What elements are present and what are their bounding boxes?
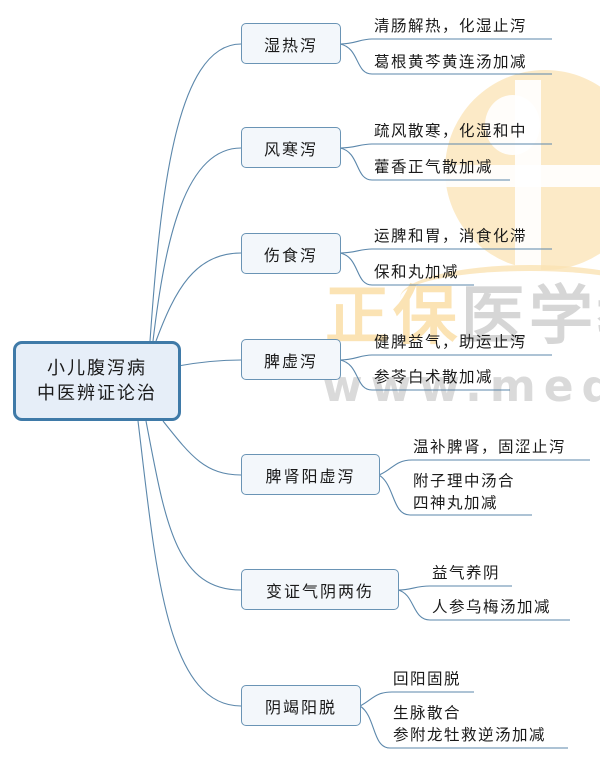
- leaf-prescription[interactable]: 附子理中汤合 四神丸加减: [413, 470, 515, 514]
- leaf-prescription[interactable]: 保和丸加减: [374, 263, 460, 281]
- root-node[interactable]: 小儿腹泻病 中医辨证论治: [13, 341, 181, 421]
- watermark-url: www.med66: [322, 361, 600, 412]
- link-root-to-branch-6: [145, 420, 242, 591]
- watermark-brand-text: 正保医学教: [325, 285, 600, 349]
- branch-node-food-injury[interactable]: 伤食泻: [241, 233, 341, 274]
- link-b2-leaf-1: [339, 143, 552, 149]
- link-b3-leaf-2: [339, 252, 474, 286]
- link-b1-leaf-1: [339, 38, 552, 45]
- leaf-treatment-principle[interactable]: 运脾和胃，消食化滞: [374, 227, 528, 245]
- link-root-to-branch-4: [177, 359, 242, 367]
- watermark-brand-yellow: 正保: [325, 280, 461, 354]
- link-b6-leaf-1: [397, 585, 512, 591]
- link-b4-leaf-1: [339, 354, 552, 361]
- link-b2-leaf-2: [339, 147, 510, 181]
- branch-node-spleen-kidney-yang-deficiency[interactable]: 脾肾阳虚泻: [241, 454, 380, 495]
- root-title-line-1: 小儿腹泻病: [47, 358, 147, 379]
- leaf-prescription[interactable]: 人参乌梅汤加减: [432, 598, 552, 616]
- watermark-arc: [400, 265, 600, 331]
- watermark-brand-gray: 医学教: [461, 280, 600, 354]
- link-b4-leaf-2: [339, 359, 510, 391]
- leaf-prescription[interactable]: 参苓白术散加减: [374, 368, 494, 386]
- leaf-prescription[interactable]: 藿香正气散加减: [374, 158, 494, 176]
- leaf-treatment-principle[interactable]: 回阳固脱: [393, 670, 462, 688]
- link-root-to-branch-5: [162, 420, 242, 476]
- link-b6-leaf-2: [397, 589, 570, 621]
- leaf-treatment-principle[interactable]: 清肠解热，化湿止泻: [374, 17, 528, 35]
- leaf-treatment-principle[interactable]: 益气养阴: [432, 564, 501, 582]
- branch-node-wind-cold[interactable]: 风寒泻: [241, 127, 341, 168]
- leaf-treatment-principle[interactable]: 疏风散寒，化湿和中: [374, 122, 528, 140]
- link-b7-leaf-1: [359, 691, 474, 707]
- link-root-to-branch-2: [152, 147, 242, 342]
- branch-node-qi-yin-damage[interactable]: 变证气阴两伤: [241, 569, 399, 610]
- root-title-line-2: 中医辨证论治: [37, 383, 157, 404]
- link-b1-leaf-2: [339, 43, 552, 75]
- link-root-to-branch-7: [137, 420, 242, 707]
- link-root-to-branch-1: [149, 43, 242, 342]
- leaf-prescription-line-1: 附子理中汤合: [413, 472, 516, 490]
- link-b5-leaf-1: [378, 459, 590, 476]
- leaf-prescription[interactable]: 生脉散合 参附龙牡救逆汤加减: [393, 702, 546, 746]
- branch-node-spleen-deficiency[interactable]: 脾虚泻: [241, 339, 341, 380]
- leaf-prescription[interactable]: 葛根黄芩黄连汤加减: [374, 53, 528, 71]
- leaf-prescription-line-1: 生脉散合: [393, 704, 462, 722]
- leaf-prescription-line-2: 四神丸加减: [413, 494, 499, 512]
- branch-node-damp-heat[interactable]: 湿热泻: [241, 23, 341, 64]
- leaf-prescription-line-2: 参附龙牡救逆汤加减: [393, 726, 547, 744]
- leaf-treatment-principle[interactable]: 温补脾肾，固涩止泻: [413, 438, 567, 456]
- link-b7-leaf-2: [359, 705, 568, 749]
- link-b5-leaf-2: [378, 474, 532, 516]
- leaf-treatment-principle[interactable]: 健脾益气，助运止泻: [374, 333, 528, 351]
- watermark-logo-cross-horizontal: [445, 165, 600, 187]
- link-b3-leaf-1: [339, 248, 552, 254]
- link-root-to-branch-3: [155, 252, 242, 342]
- branch-node-yin-exhaustion-yang-collapse[interactable]: 阴竭阳脱: [241, 685, 361, 726]
